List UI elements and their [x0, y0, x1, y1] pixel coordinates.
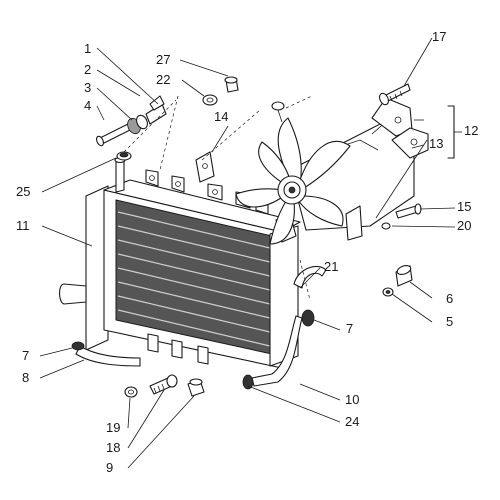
- callout-14: 14: [214, 109, 229, 124]
- hose-8: [75, 345, 141, 367]
- callout-4: 4: [84, 98, 92, 113]
- cap-25: [116, 151, 132, 161]
- callout-3: 3: [84, 80, 92, 95]
- callout-27: 27: [156, 52, 171, 67]
- cooling-fan: [235, 97, 429, 245]
- callout-2: 2: [84, 62, 92, 77]
- plug-6: [395, 264, 413, 287]
- leader-lines: [39, 37, 456, 469]
- callout-19: 19: [106, 420, 121, 435]
- callout-7-right: 7: [346, 321, 354, 336]
- callout-24: 24: [345, 414, 360, 429]
- bracket-14: [195, 151, 215, 183]
- bleed-screw-assembly: [96, 95, 167, 147]
- callout-21: 21: [324, 259, 339, 274]
- callout-12: 12: [464, 123, 479, 138]
- callout-17: 17: [432, 29, 447, 44]
- radiator: [58, 156, 301, 369]
- screw-17: [379, 83, 411, 106]
- clamp-7-left: [71, 341, 85, 351]
- washer-22: [202, 94, 218, 106]
- callout-5: 5: [446, 314, 454, 329]
- nut-19: [124, 386, 138, 398]
- callout-8: 8: [22, 370, 30, 385]
- callout-22: 22: [156, 72, 171, 87]
- callout-25: 25: [16, 184, 31, 199]
- hose-10: [242, 309, 315, 390]
- callout-11: 11: [16, 218, 30, 233]
- washer-20: [381, 222, 391, 230]
- bracket-marker-12: [447, 105, 462, 159]
- screw-15: [395, 203, 422, 219]
- fitting-27: [224, 76, 239, 93]
- washer-5: [382, 287, 394, 297]
- callout-7-left: 7: [22, 348, 30, 363]
- hose-21: [293, 266, 327, 289]
- callout-1: 1: [84, 41, 92, 56]
- nut-9: [187, 378, 205, 397]
- callout-13: 13: [429, 136, 444, 151]
- callout-15: 15: [457, 199, 472, 214]
- callout-9: 9: [106, 460, 114, 475]
- callout-18: 18: [106, 440, 121, 455]
- bolt-18: [149, 374, 178, 395]
- callout-20: 20: [457, 218, 472, 233]
- callout-10: 10: [345, 392, 360, 407]
- callout-6: 6: [446, 291, 454, 306]
